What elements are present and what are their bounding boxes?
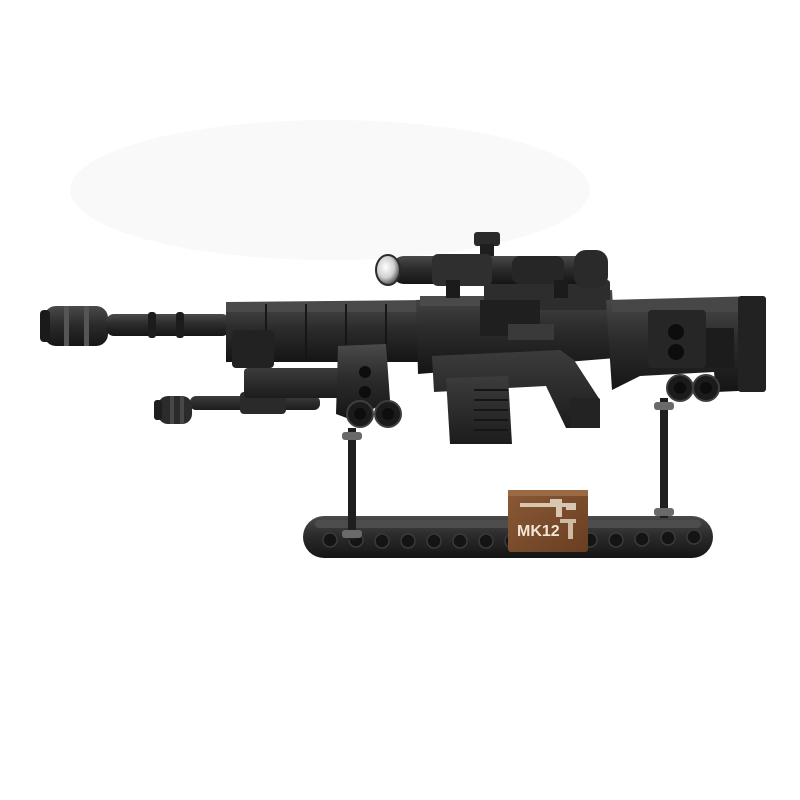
magazine (446, 376, 512, 444)
front-mount (244, 344, 402, 428)
stand-pole-right (660, 398, 668, 518)
model-label: MK12 (517, 523, 560, 540)
stand-pole-left (348, 428, 356, 540)
rifle-pictogram-icon (520, 499, 576, 517)
display-stand: MK12 (303, 398, 713, 558)
muzzle (44, 306, 108, 346)
stock (606, 296, 766, 402)
scope (375, 232, 608, 298)
background-haze (70, 120, 590, 260)
model-tag: MK12 (508, 490, 588, 552)
receiver (416, 280, 616, 428)
scope-lens (375, 254, 401, 286)
